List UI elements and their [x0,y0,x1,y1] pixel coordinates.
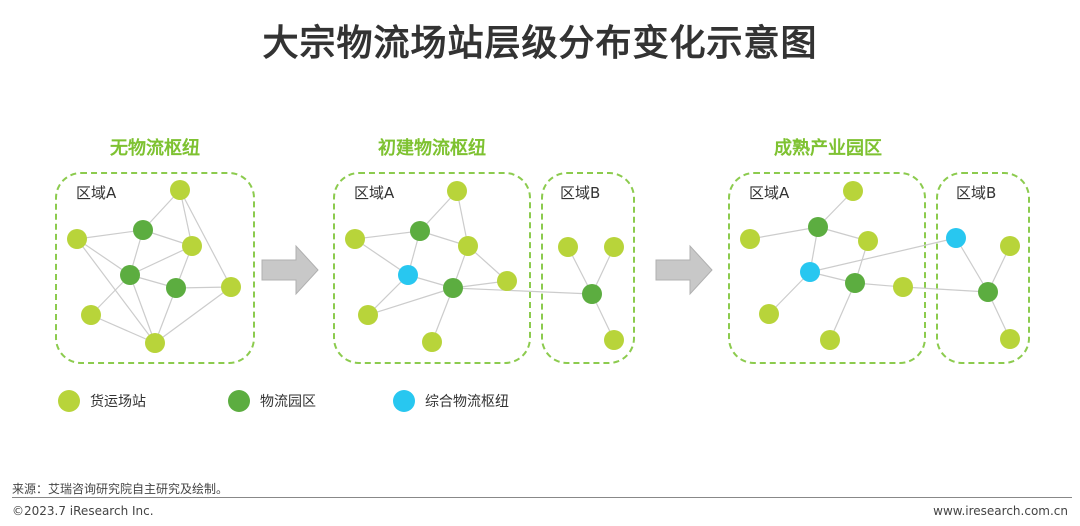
stage1-region-a-label: 区域A [76,184,117,202]
footer-divider [12,497,1072,498]
stage3-region-b-label: 区域B [956,184,997,202]
logistics-park-node [978,282,998,302]
freight-station-node [345,229,365,249]
freight-station-node [604,237,624,257]
stage2-region-a-label: 区域A [354,184,395,202]
legend-item-freight-station: 货运场站 [58,390,146,412]
stage3-region-a-label: 区域A [749,184,790,202]
logistics-park-node [443,278,463,298]
stage3-region-b [936,172,1030,364]
stage1-region-a [55,172,255,364]
freight-station-node [422,332,442,352]
stage-title-2: 初建物流枢纽 [378,138,486,159]
stage2-edges [354,190,615,343]
logistics-park-node [582,284,602,304]
legend-label: 综合物流枢纽 [425,394,509,410]
logistics-park-node [120,265,140,285]
stage1-edges [76,189,232,344]
logistics-hub-swatch [393,390,415,412]
freight-station-node [843,181,863,201]
freight-station-node [858,231,878,251]
freight-station-node [497,271,517,291]
logistics-park-node [133,220,153,240]
freight-station-node [759,304,779,324]
freight-station-node [221,277,241,297]
stage-title-3: 成熟产业园区 [774,138,882,159]
logistics-hub-node [800,262,820,282]
stage2-region-a [333,172,531,364]
freight-station-node [447,181,467,201]
source-note: 来源：艾瑞咨询研究院自主研究及绘制。 [12,482,229,496]
freight-station-node [820,330,840,350]
freight-station-node [182,236,202,256]
logistics-park-node [808,217,828,237]
logistics-park-swatch [228,390,250,412]
stage3-edges [749,190,1011,341]
freight-station-node [81,305,101,325]
freight-station-node [458,236,478,256]
freight-station-node [558,237,578,257]
freight-station-node [1000,236,1020,256]
freight-station-node [145,333,165,353]
progress-arrow-1 [261,244,319,296]
legend-item-logistics-park: 物流园区 [228,390,316,412]
stage1-nodes [67,180,241,353]
progress-arrow-2 [655,244,713,296]
logistics-park-node [166,278,186,298]
logistics-park-node [845,273,865,293]
freight-station-node [740,229,760,249]
legend-item-logistics-hub: 综合物流枢纽 [393,390,509,412]
legend-label: 物流园区 [260,394,316,410]
logistics-hub-node [946,228,966,248]
freight-station-node [1000,329,1020,349]
freight-station-node [604,330,624,350]
website-link[interactable]: www.iresearch.com.cn [933,504,1068,518]
freight-station-node [170,180,190,200]
logistics-hub-node [398,265,418,285]
freight-station-node [67,229,87,249]
stage2-region-b [541,172,635,364]
freight-station-node [893,277,913,297]
freight-station-node [358,305,378,325]
stage3-region-a [728,172,926,364]
copyright: ©2023.7 iResearch Inc. [12,504,154,518]
stage3-nodes [740,181,1020,350]
legend-label: 货运场站 [90,394,146,410]
stage2-nodes [345,181,624,352]
freight-station-swatch [58,390,80,412]
logistics-park-node [410,221,430,241]
stage2-region-b-label: 区域B [560,184,601,202]
stage-title-1: 无物流枢纽 [110,138,200,159]
page-title: 大宗物流场站层级分布变化示意图 [262,23,818,64]
